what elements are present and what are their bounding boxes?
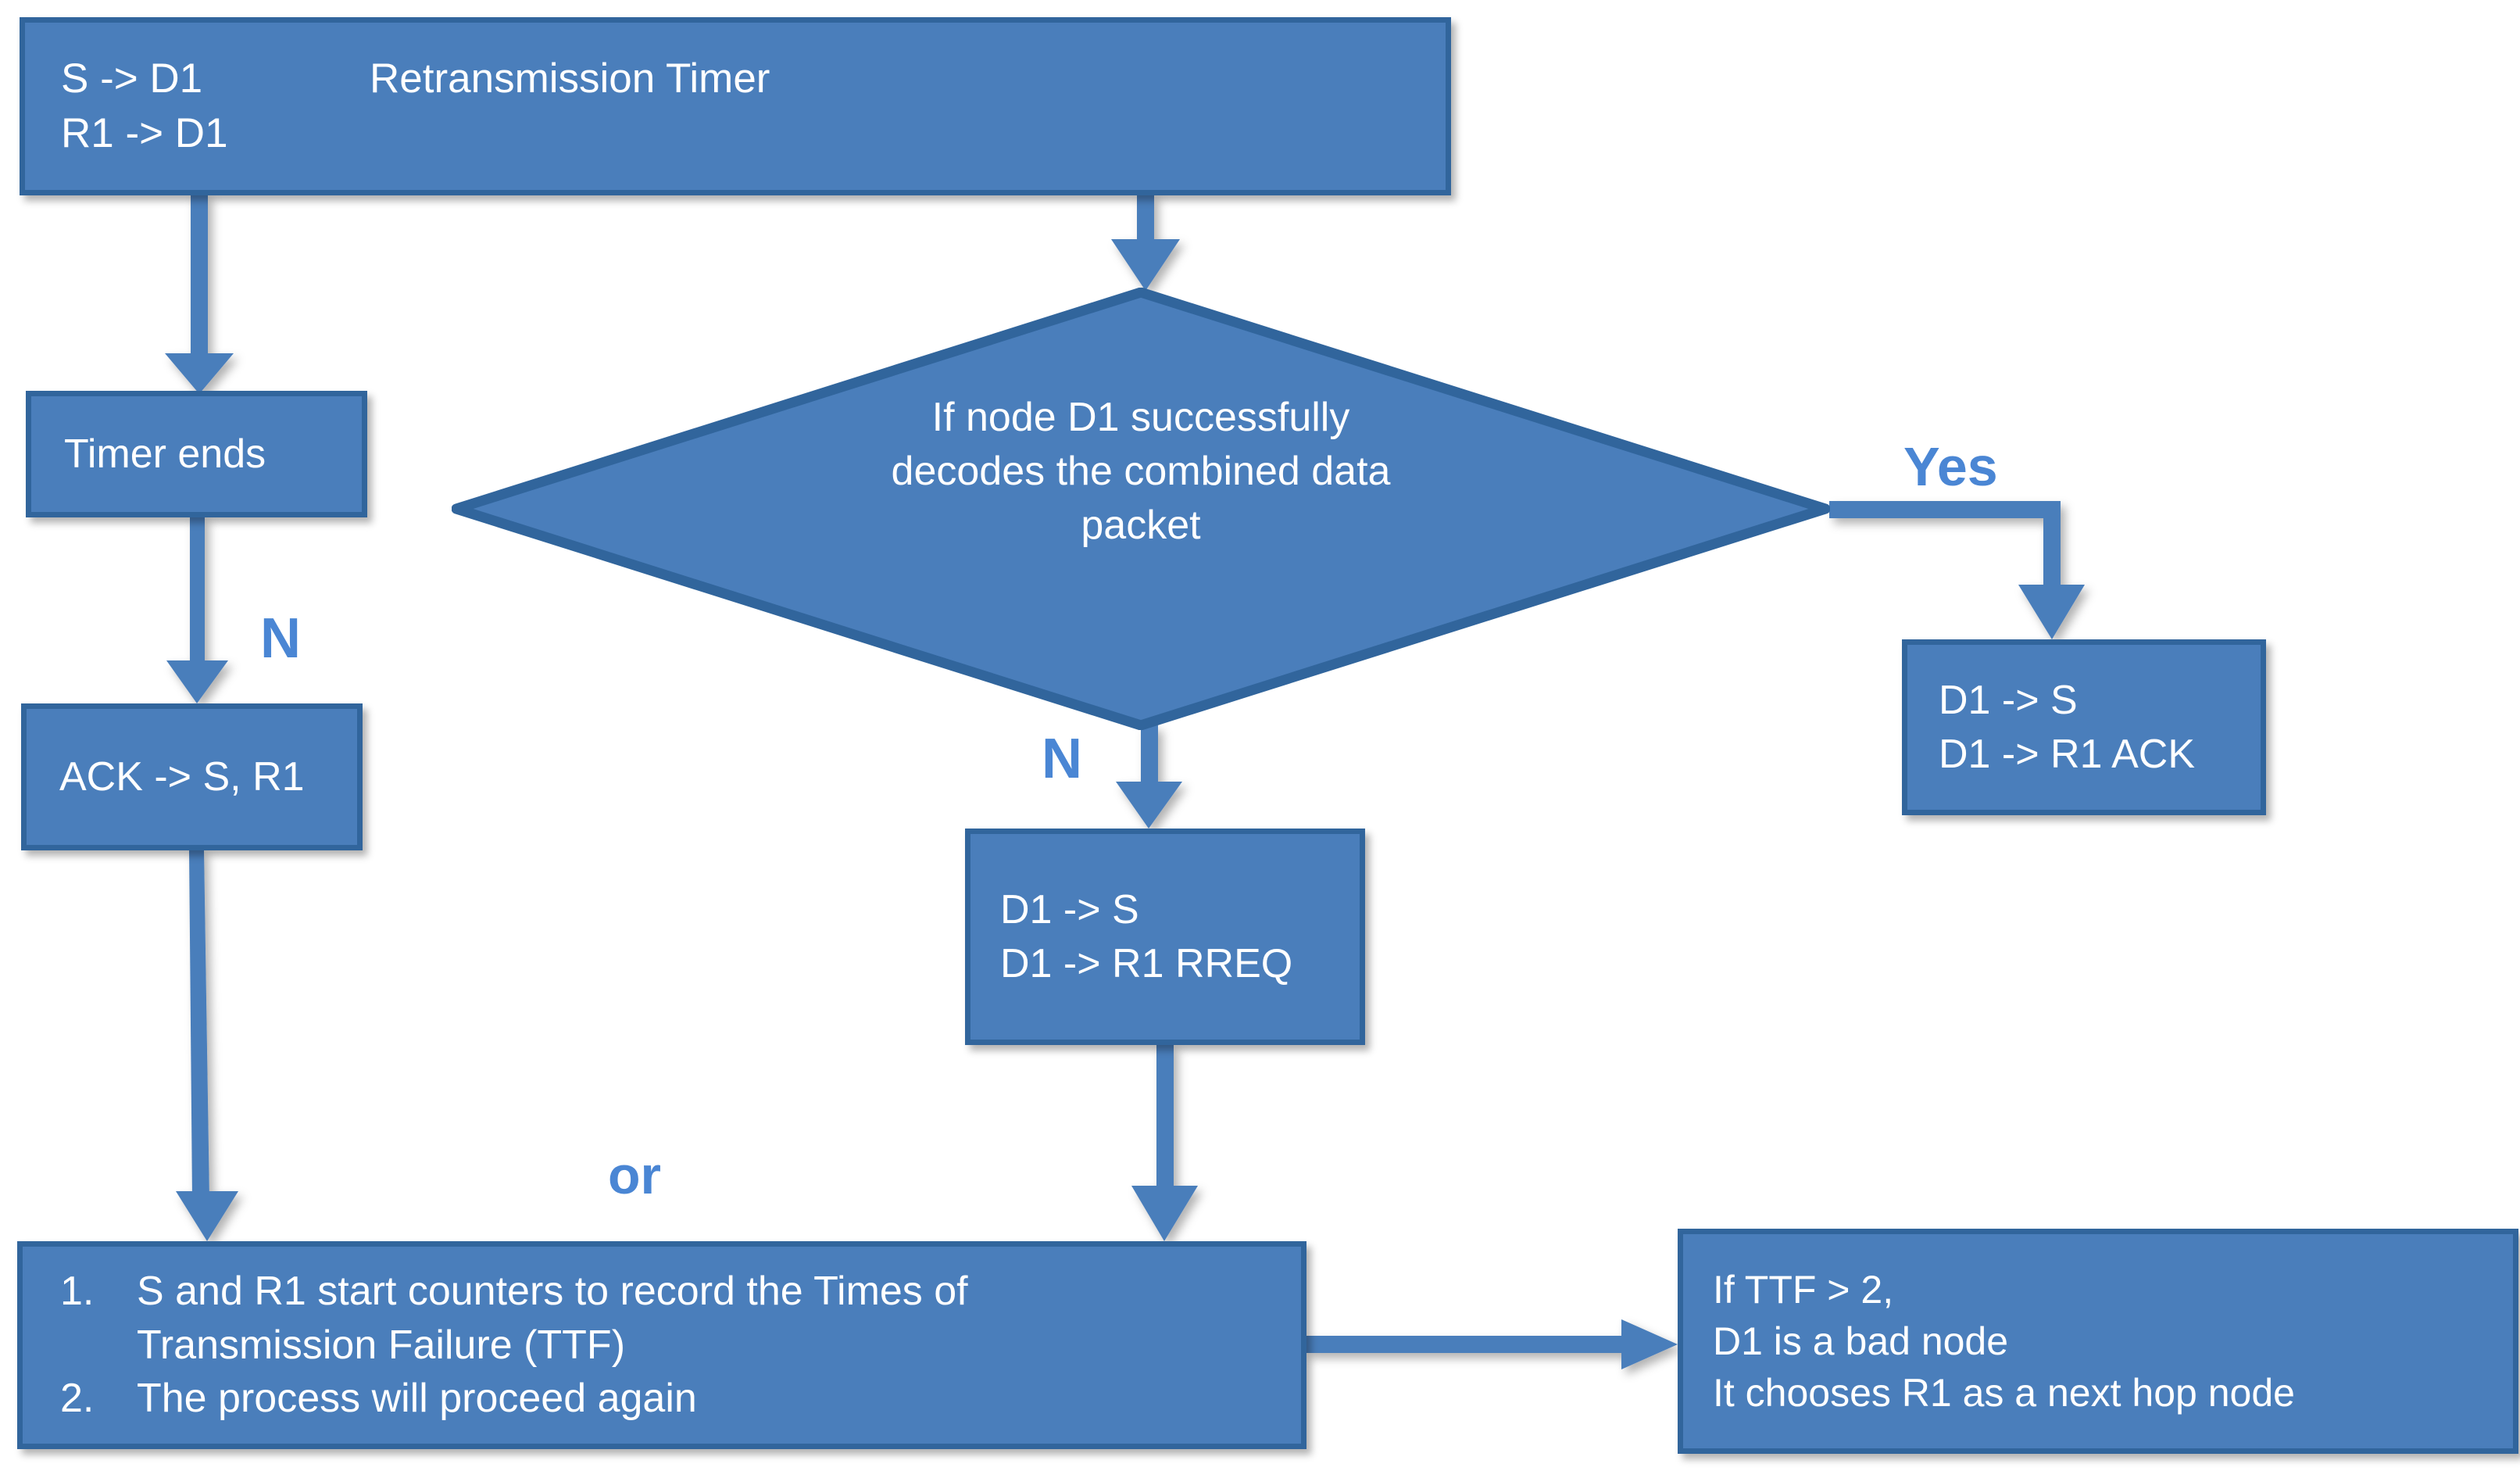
node-ttf-check[interactable]: If TTF > 2, D1 is a bad node It chooses … [1678,1229,2518,1454]
arrow-top-to-timer-ends [165,194,234,394]
counters-list-item-1: 1. S and R1 start counters to record the… [60,1265,1301,1372]
decision-diamond [452,288,1830,730]
arrow-ack-to-counters [176,849,238,1241]
branch-label-or: or [608,1146,661,1205]
retransmission-timer-title: Retransmission Timer [370,55,770,102]
retransmission-timer-row-2: R1 -> D1 [61,106,1446,161]
ttf-line-1: If TTF > 2, [1713,1268,1894,1312]
retransmission-timer-row-1: S -> D1 Retransmission Timer [61,52,1446,106]
retransmission-timer-src-line1: S -> D1 [61,55,203,102]
ttf-line-2: D1 is a bad node [1713,1319,2009,1363]
d1-ack-line-2: D1 -> R1 ACK [1939,731,2196,777]
counters-list-item-2: 2. The process will proceed again [60,1372,1301,1426]
node-d1-ack[interactable]: D1 -> S D1 -> R1 ACK [1902,639,2266,815]
counters-item-1-text: S and R1 start counters to record the Ti… [137,1269,968,1368]
retransmission-timer-src-line2: R1 -> D1 [61,110,228,156]
counters-item-2-number: 2. [60,1376,95,1422]
d1-rreq-line-2: D1 -> R1 RREQ [1000,940,1293,986]
arrow-decision-no-to-rreq [1116,725,1182,829]
arrow-timer-ends-to-ack [166,516,228,703]
node-ack-to-s-r1[interactable]: ACK -> S, R1 [21,703,363,850]
node-d1-rreq[interactable]: D1 -> S D1 -> R1 RREQ [965,829,1365,1045]
node-counters[interactable]: 1. S and R1 start counters to record the… [17,1241,1306,1449]
node-retransmission-timer[interactable]: S -> D1 Retransmission Timer R1 -> D1 [20,17,1451,195]
arrow-rreq-to-counters [1131,1044,1198,1241]
arrow-top-to-decision [1111,194,1180,291]
branch-label-no-center: N [1042,728,1082,790]
ack-label: ACK -> S, R1 [59,753,305,800]
arrow-decision-yes-to-ack [1829,501,2085,639]
branch-label-yes: Yes [1903,436,1998,497]
d1-rreq-line-1: D1 -> S [1000,886,1139,932]
ttf-line-3: It chooses R1 as a next hop node [1713,1371,2295,1415]
counters-item-1-number: 1. [60,1269,95,1315]
arrow-counters-to-ttf [1305,1319,1678,1369]
d1-ack-line-1: D1 -> S [1939,677,2078,723]
node-timer-ends[interactable]: Timer ends [26,391,367,517]
branch-label-no-left: N [260,607,301,670]
timer-ends-label: Timer ends [64,431,266,477]
counters-item-2-text: The process will proceed again [137,1376,697,1422]
